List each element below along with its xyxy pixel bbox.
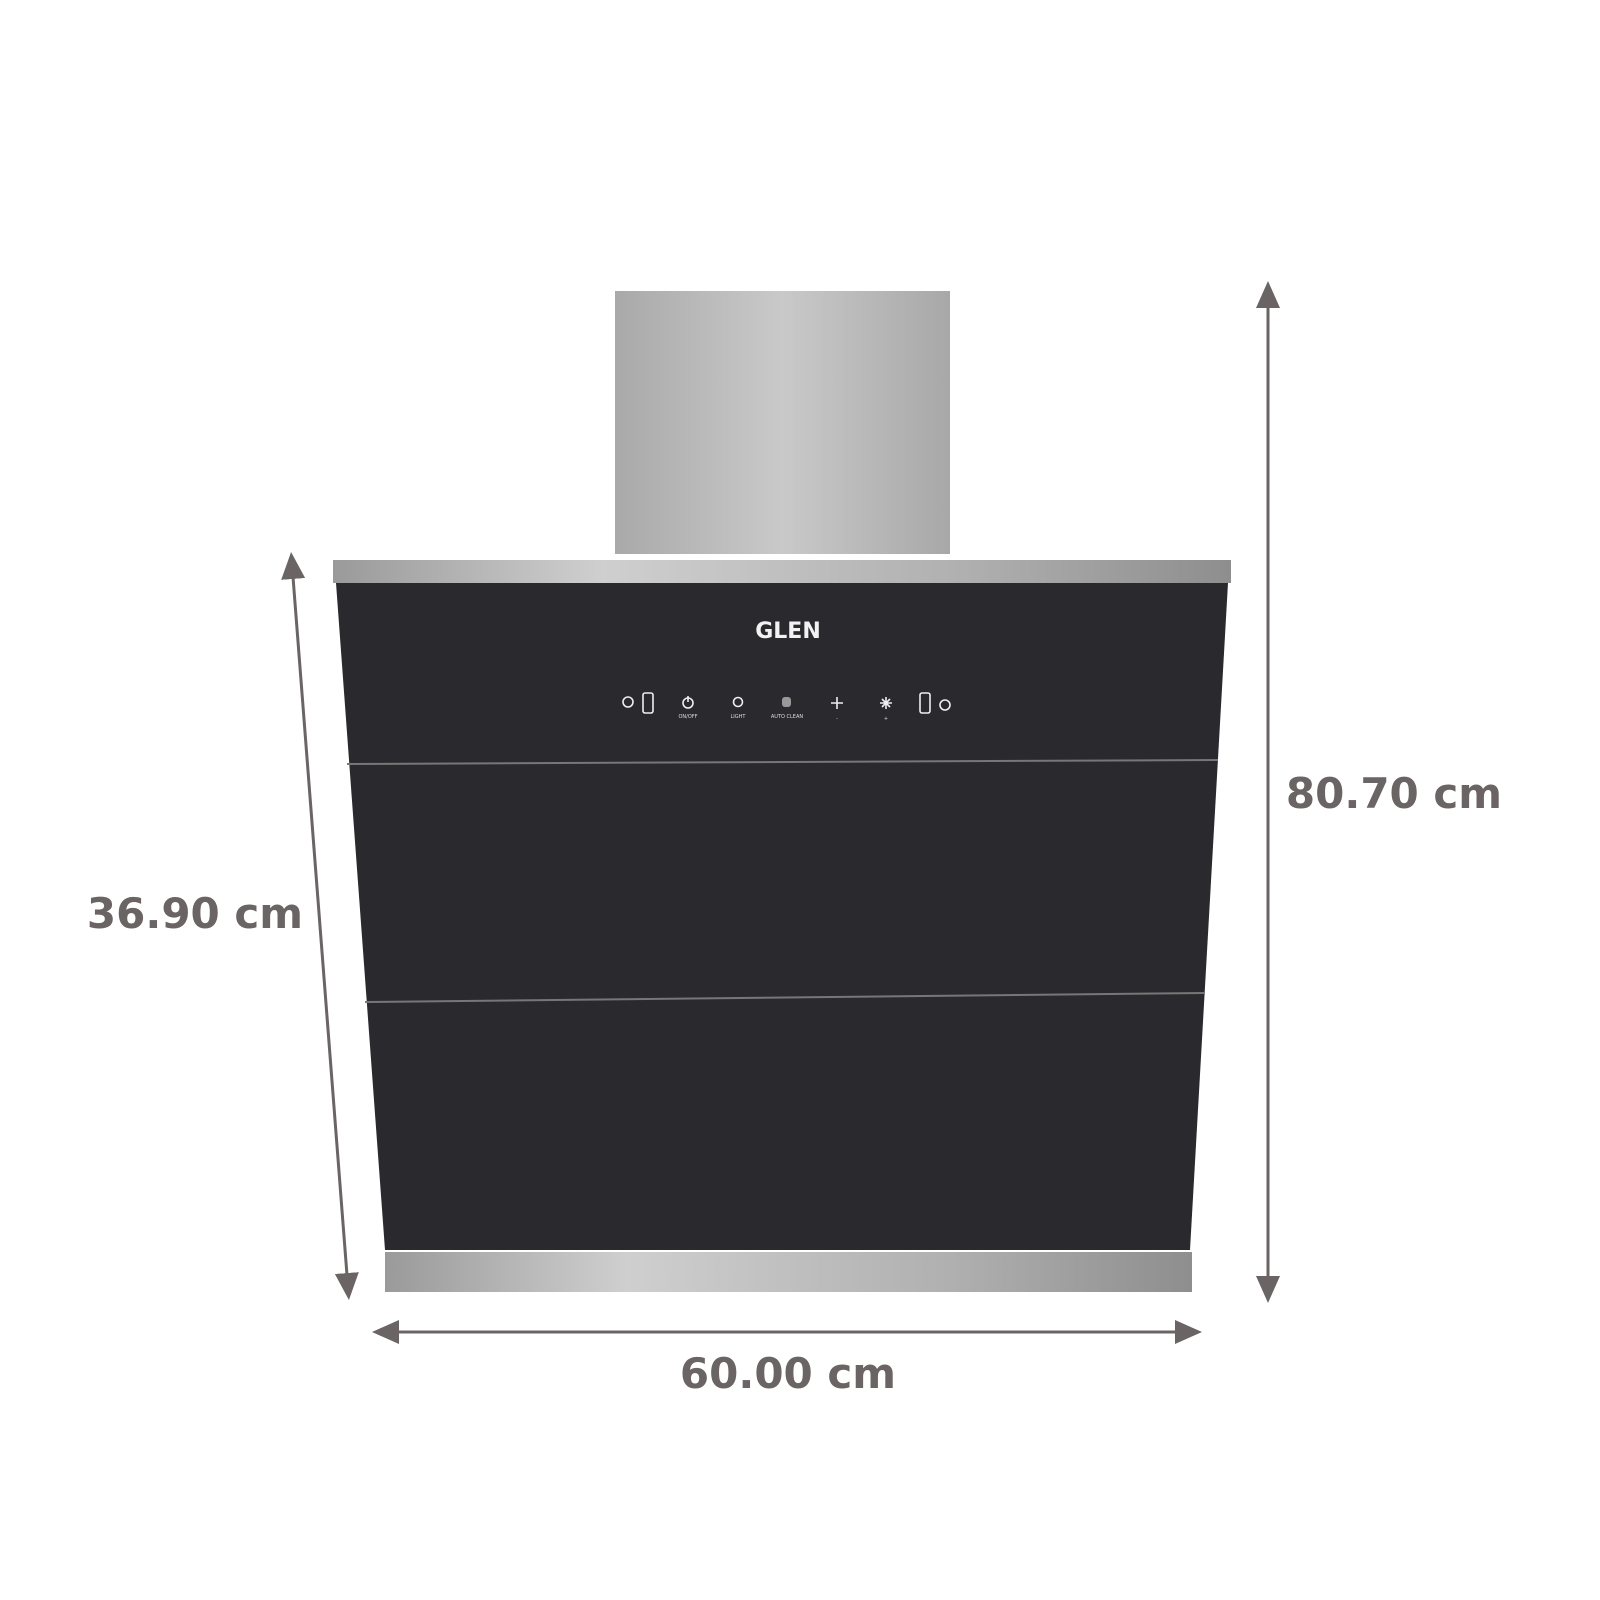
glass-seam-1	[346, 759, 1219, 765]
control-label-auto-clean: AUTO CLEAN	[771, 714, 804, 720]
power-icon[interactable]	[682, 696, 694, 709]
gesture-right-icon[interactable]	[919, 692, 951, 714]
glass-seam-2	[364, 992, 1206, 1003]
top-trim	[333, 560, 1231, 583]
brand-logo: GLEN	[755, 619, 821, 644]
chimney	[615, 291, 950, 554]
control-label-plus: +	[884, 716, 888, 722]
control-panel	[622, 692, 951, 714]
control-label-onoff: ON/OFF	[678, 714, 697, 720]
glass-panel	[336, 583, 1228, 1250]
height-hood-label: 36.90 cm	[87, 889, 303, 938]
height-total-label: 80.70 cm	[1286, 769, 1502, 818]
bottom-trim	[385, 1252, 1192, 1292]
control-label-light: LIGHT	[731, 714, 747, 720]
snowflake-icon[interactable]	[880, 697, 892, 709]
control-label-minus: -	[836, 716, 838, 722]
height-hood-arrow	[281, 552, 359, 1300]
auto-clean-icon[interactable]	[782, 697, 791, 707]
bulb-icon[interactable]	[732, 696, 744, 708]
gesture-left-icon[interactable]	[622, 692, 654, 714]
fan-icon[interactable]	[831, 697, 843, 709]
width-label: 60.00 cm	[680, 1349, 896, 1398]
